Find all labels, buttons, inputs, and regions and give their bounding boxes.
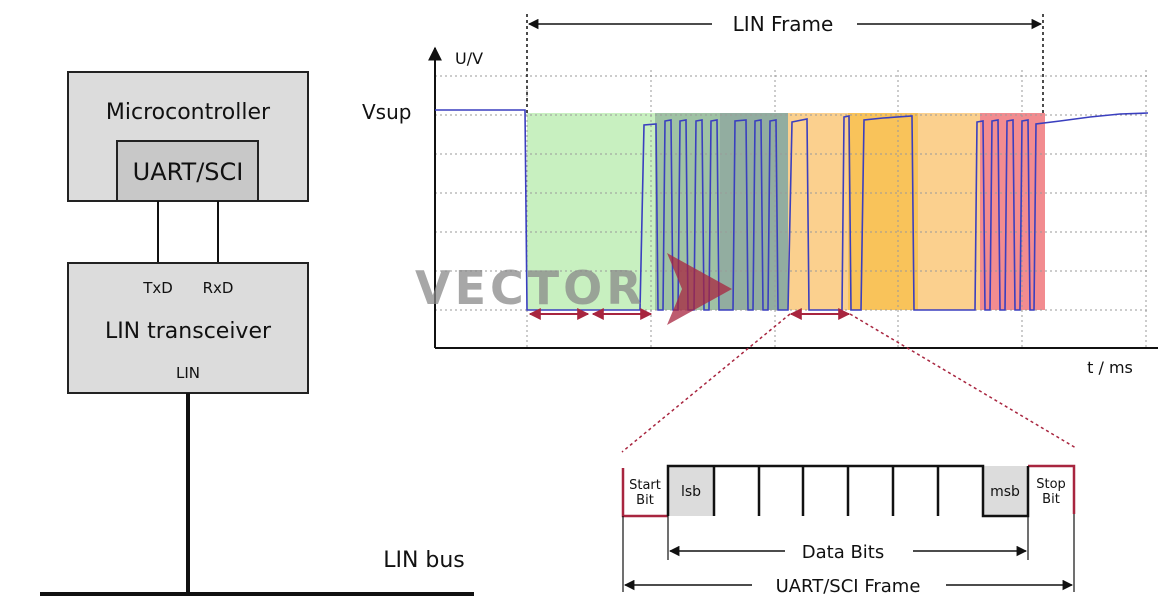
region-data-c bbox=[918, 113, 980, 310]
txd-label: TxD bbox=[142, 279, 173, 297]
start-bit-label-line2: Bit bbox=[636, 493, 654, 508]
lin-signal-trace bbox=[435, 109, 1149, 311]
zoom-guide-left bbox=[621, 313, 791, 453]
vector-logo: VECTOR bbox=[415, 253, 732, 325]
region-data-b bbox=[848, 113, 918, 310]
msb-label: msb bbox=[990, 484, 1020, 500]
lin-frame-label: LIN Frame bbox=[733, 12, 834, 36]
lsb-label: lsb bbox=[681, 484, 701, 500]
block-diagram: Microcontroller UART/SCI TxD RxD LIN tra… bbox=[40, 71, 474, 596]
zoom-guide-right bbox=[849, 313, 1077, 449]
lsb-cell-fill bbox=[668, 466, 714, 516]
region-break bbox=[527, 113, 655, 310]
lin-bus-label: LIN bus bbox=[383, 548, 465, 573]
lin-pin-label: LIN bbox=[176, 364, 200, 382]
oscilloscope-plot: U/V t / ms Vsup LIN Frame VECTOR bbox=[362, 12, 1158, 453]
bit-dividers bbox=[712, 466, 940, 516]
start-bit-label-line1: Start bbox=[629, 478, 661, 493]
vector-logo-text: VECTOR bbox=[415, 261, 646, 315]
uart-frame-diagram: Start Bit lsb msb Stop Bit Data Bits UAR… bbox=[621, 464, 1076, 597]
lin-transceiver-label: LIN transceiver bbox=[105, 319, 272, 344]
uart-sci-label: UART/SCI bbox=[133, 158, 244, 186]
microcontroller-label: Microcontroller bbox=[106, 100, 271, 125]
vsup-label: Vsup bbox=[362, 100, 411, 124]
stop-bit-label-line1: Stop bbox=[1036, 477, 1066, 492]
lin-transceiver-box bbox=[67, 262, 309, 394]
stop-bit-label-line2: Bit bbox=[1042, 492, 1060, 507]
msb-cell-fill bbox=[983, 466, 1028, 516]
uart-sci-box bbox=[116, 140, 259, 202]
y-axis-label: U/V bbox=[455, 49, 483, 68]
data-bits-label: Data Bits bbox=[802, 542, 885, 563]
region-data-a bbox=[788, 113, 848, 310]
uart-waveform bbox=[666, 464, 1030, 518]
x-axis-label: t / ms bbox=[1087, 358, 1133, 377]
stop-bit-outline bbox=[1028, 464, 1076, 514]
rxd-label: RxD bbox=[203, 279, 234, 297]
uart-frame-label: UART/SCI Frame bbox=[776, 576, 921, 597]
vector-logo-chevron bbox=[667, 253, 732, 325]
